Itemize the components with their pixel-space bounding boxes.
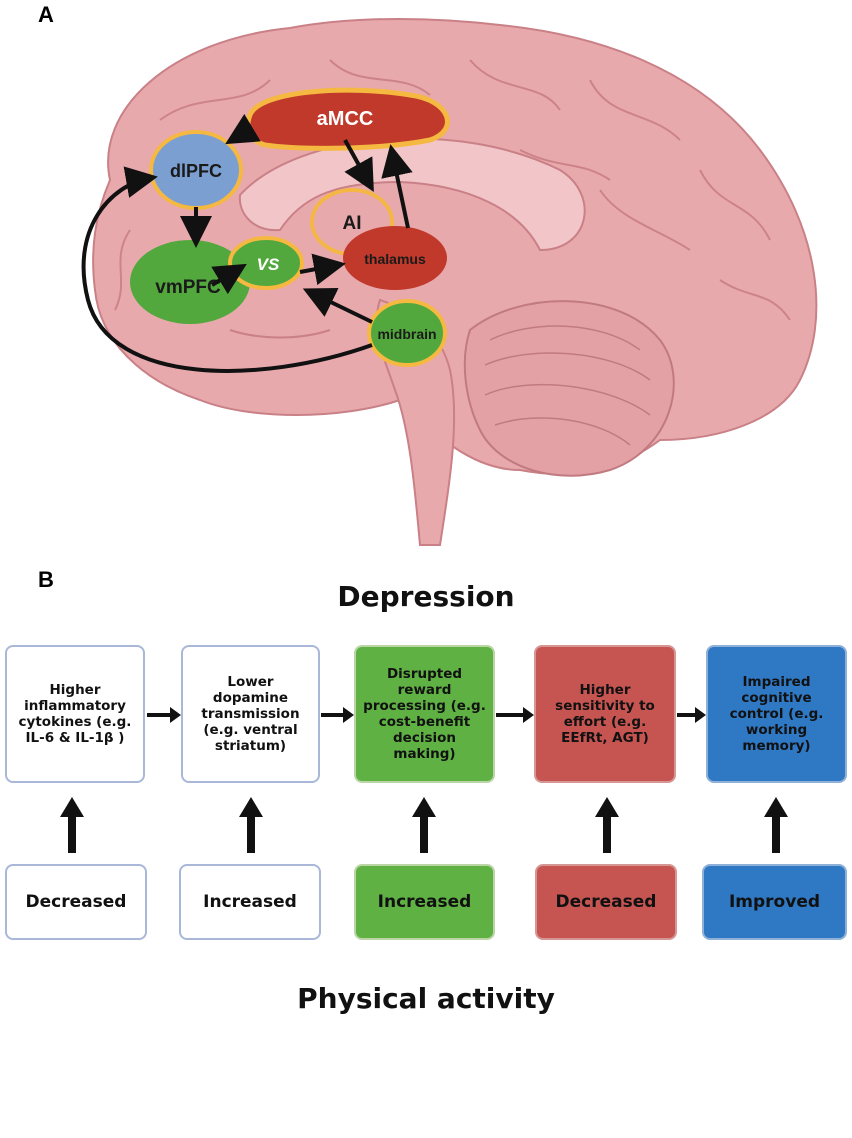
reward-processing-box: Disrupted reward processing (e.g. cost-b… — [354, 645, 495, 783]
brain-diagram: aMCC dlPFC AI thalamus vmPFC VS midbrain — [81, 18, 818, 546]
cerebellum-folia — [484, 325, 651, 446]
arrow-midbrain-to-vs — [302, 288, 373, 324]
arrow-right-3 — [496, 707, 534, 723]
arrow-vs-to-thalamus — [299, 253, 346, 286]
effect-box-increased-2: Increased — [354, 864, 495, 940]
arrow-right-4 — [677, 707, 706, 723]
region-label-ai: AI — [343, 213, 362, 234]
cognitive-control-box: Impaired cognitive control (e.g. working… — [706, 645, 847, 783]
cerebellum-shape — [463, 300, 675, 477]
region-dlpfc: dlPFC — [149, 130, 243, 210]
effect-box-improved: Improved — [702, 864, 847, 940]
arrow-midbrain-to-dlpfc — [81, 166, 373, 373]
inflammatory-cytokines-box: Higher inflammatory cytokines (e.g. IL-6… — [5, 645, 145, 783]
region-vmpfc: vmPFC — [130, 240, 250, 324]
effect-box-decreased-2: Decreased — [535, 864, 677, 940]
arrow-amcc-to-dlpfc — [225, 113, 261, 145]
physical-activity-title: Physical activity — [297, 982, 555, 1015]
arrow-up-4 — [595, 797, 619, 853]
effect-box-increased-1: Increased — [179, 864, 321, 940]
arrow-vmpfc-to-vs — [210, 263, 247, 295]
region-label-thalamus: thalamus — [364, 251, 426, 267]
region-midbrain: midbrain — [367, 299, 447, 367]
depression-title: Depression — [337, 580, 515, 613]
region-label-amcc: aMCC — [317, 108, 374, 130]
region-amcc: aMCC — [245, 87, 450, 151]
arrow-up-5 — [764, 797, 788, 853]
arrow-right-2 — [321, 707, 354, 723]
arrow-up-2 — [239, 797, 263, 853]
pathway-arrows — [81, 113, 413, 373]
arrow-right-1 — [147, 707, 181, 723]
region-vs: VS — [228, 236, 304, 290]
region-label-vmpfc: vmPFC — [155, 277, 221, 298]
region-label-midbrain: midbrain — [377, 326, 436, 342]
region-label-vs: VS — [257, 255, 280, 274]
arrow-thalamus-to-amcc — [381, 144, 413, 229]
arrow-amcc-to-ai — [343, 139, 374, 192]
panel-a-label: A — [38, 2, 54, 27]
region-thalamus: thalamus — [343, 226, 447, 290]
region-label-dlpfc: dlPFC — [170, 161, 222, 181]
effort-sensitivity-box: Higher sensitivity to effort (e.g. EEfRt… — [534, 645, 676, 783]
arrow-up-1 — [60, 797, 84, 853]
effect-box-decreased-1: Decreased — [5, 864, 147, 940]
arrow-up-3 — [412, 797, 436, 853]
panel-b-label: B — [38, 567, 54, 592]
dopamine-transmission-box: Lower dopamine transmission (e.g. ventra… — [181, 645, 320, 783]
